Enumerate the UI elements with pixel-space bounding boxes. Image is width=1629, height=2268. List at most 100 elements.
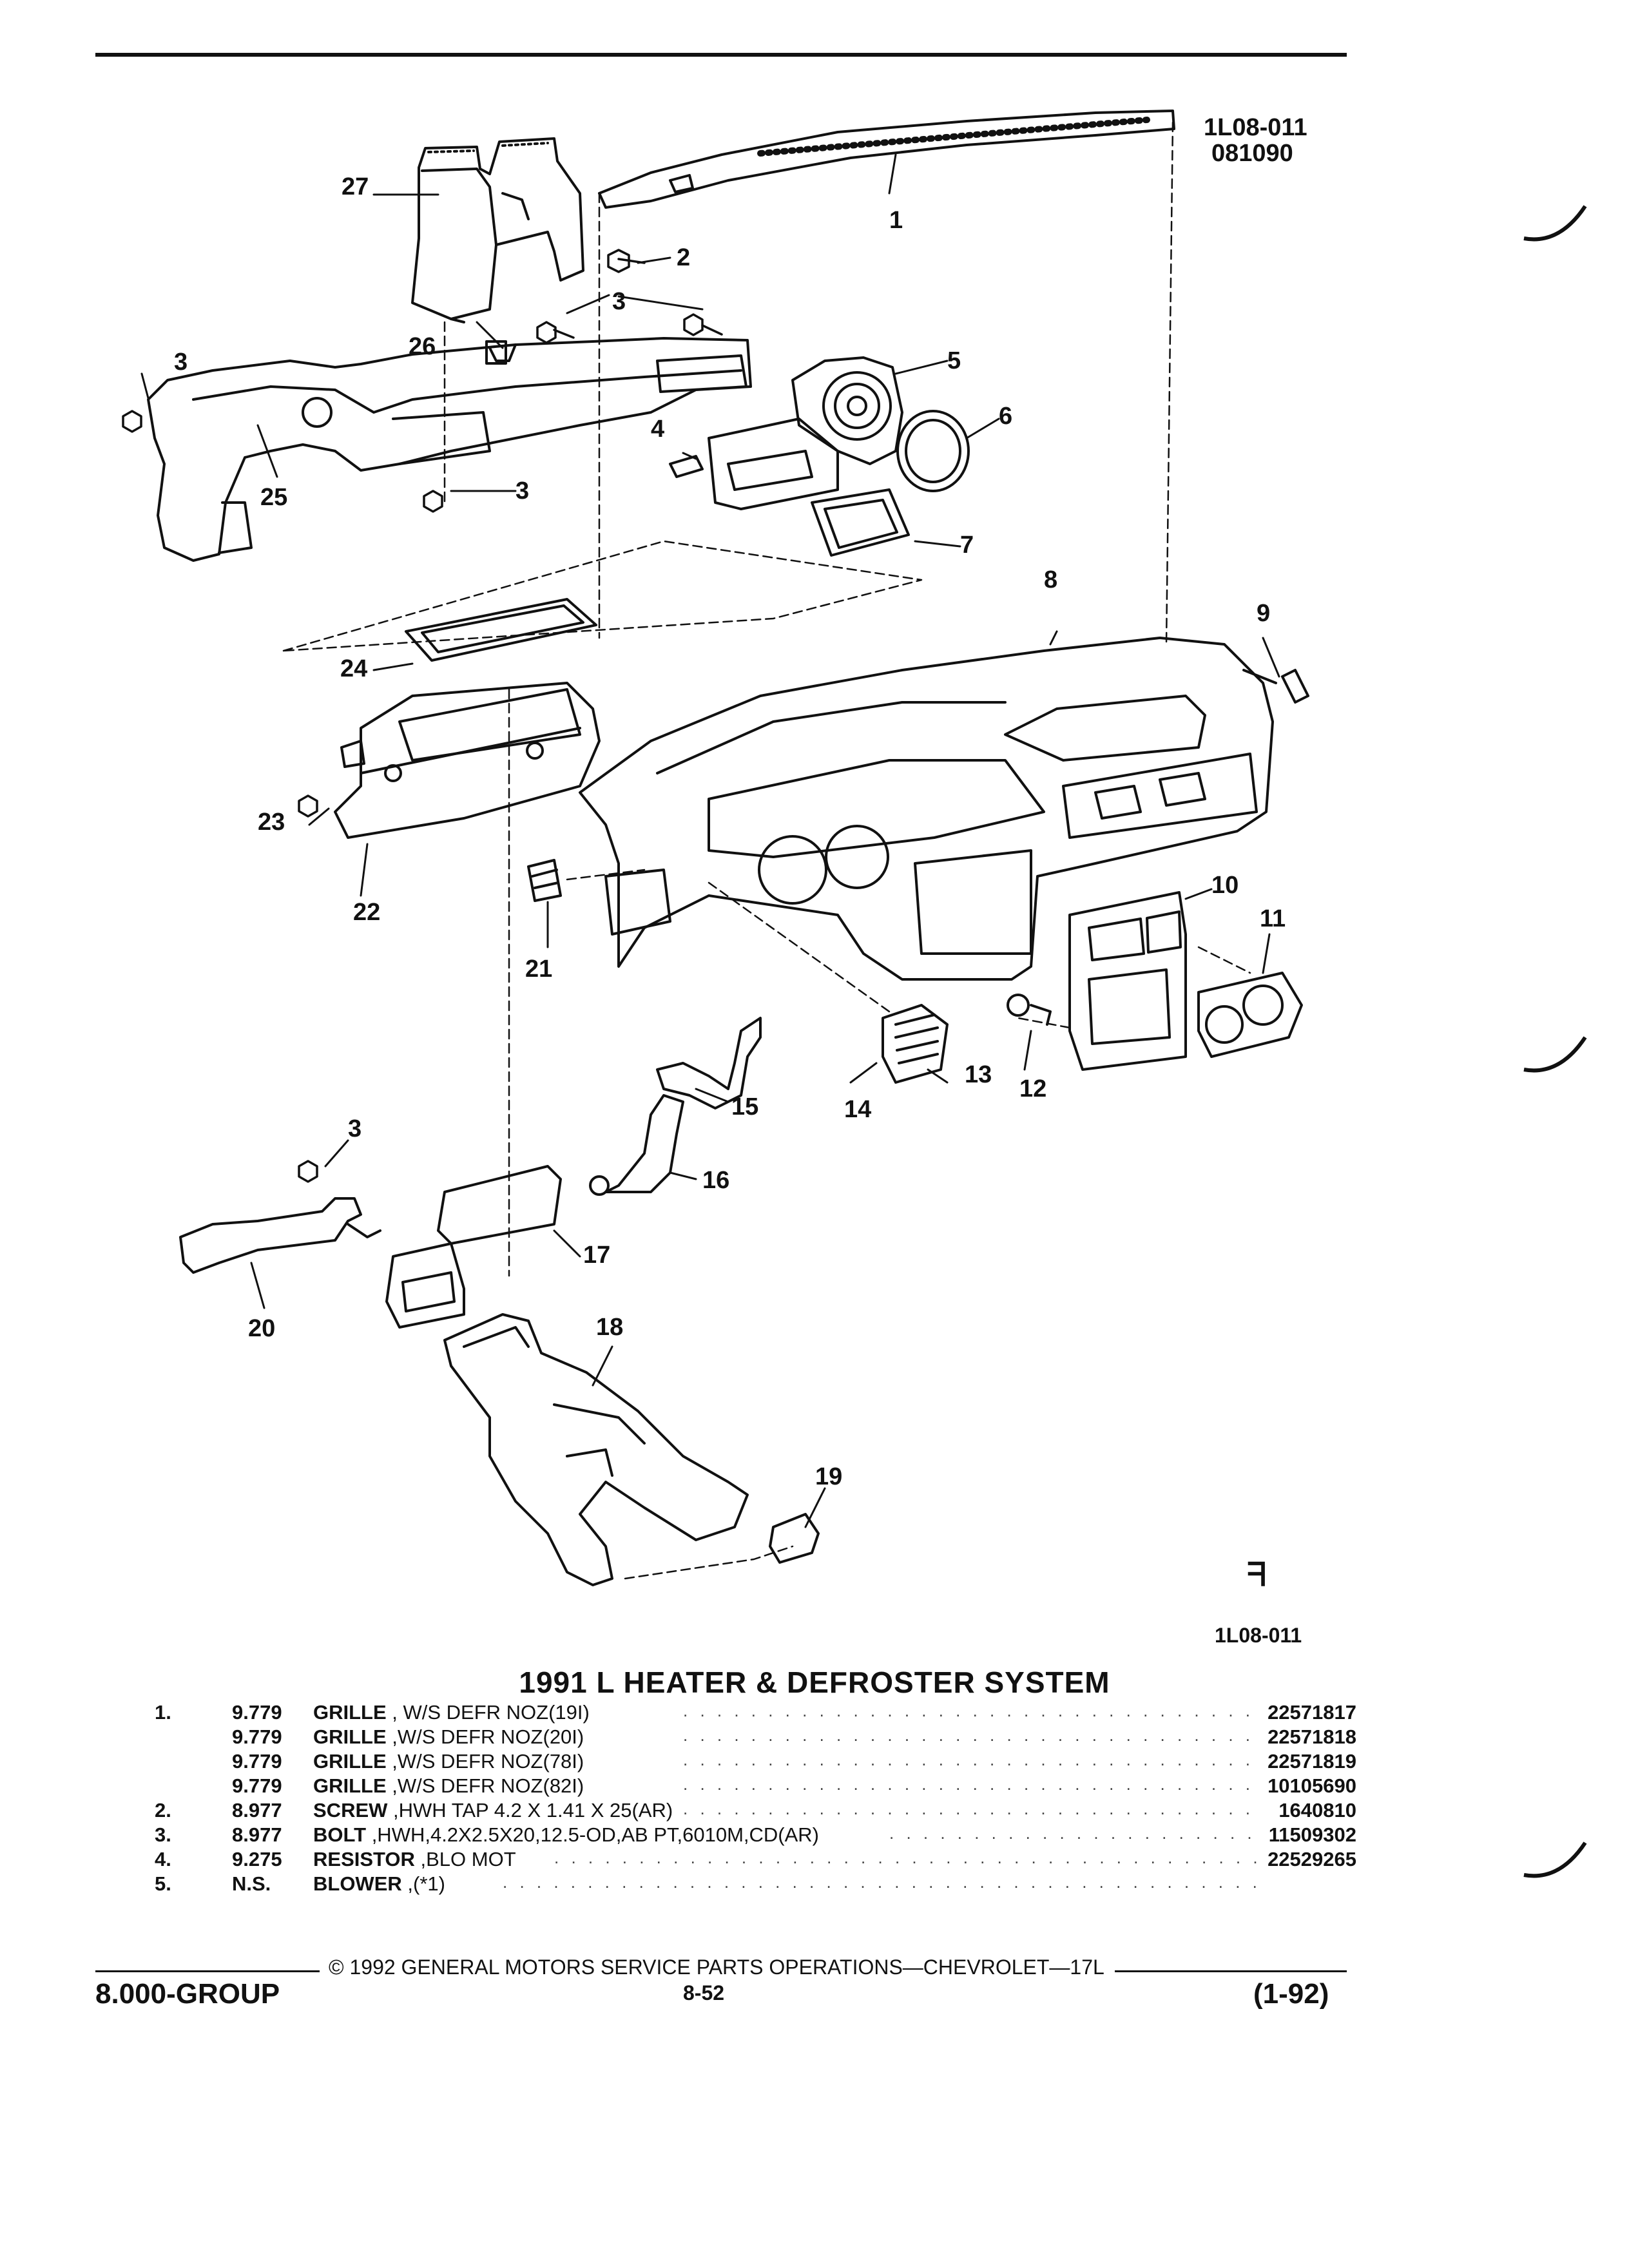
dot-leader: . . . . . . . . . . . . . . . . . . . . …: [554, 1848, 1260, 1867]
part-19-end-cap: [769, 1513, 820, 1564]
callout-18: 18: [596, 1314, 624, 1341]
part-6-seal: [896, 410, 970, 492]
callout-9: 9: [1257, 600, 1271, 627]
callout-13: 13: [965, 1061, 992, 1088]
part-number-index: 2.: [155, 1799, 171, 1821]
callout-2: 2: [677, 244, 691, 271]
part-description: BOLT ,HWH,4.2X2.5X20,12.5-OD,AB PT,6010M…: [313, 1823, 823, 1847]
callout-3c: 3: [516, 477, 530, 505]
callout-17: 17: [583, 1242, 611, 1269]
callout-23: 23: [258, 809, 285, 836]
assembly-lines: [282, 121, 1251, 1580]
page-number: 8-52: [683, 1981, 725, 2004]
group-number: 9.275: [232, 1848, 282, 1870]
binder-mark: [1523, 1036, 1587, 1073]
revision-date: (1-92): [1253, 1978, 1329, 2010]
part-20-hose: [179, 1197, 381, 1274]
part-14-vent: [882, 1004, 949, 1084]
part-8-instrument-panel: [579, 637, 1277, 981]
part-description: SCREW ,HWH TAP 4.2 X 1.41 X 25(AR): [313, 1799, 677, 1822]
parts-row: . . . . . . . . . . . . . . . . . . . . …: [155, 1799, 1356, 1823]
footer-rule-right: [1115, 1970, 1347, 1972]
exploded-parts-diagram: [122, 110, 1309, 1586]
dot-leader: . . . . . . . . . . . . . . . . . . . . …: [683, 1701, 1260, 1720]
part-number-index: 3.: [155, 1823, 171, 1846]
part-number: 1640810: [1273, 1799, 1356, 1822]
part-number-index: 5.: [155, 1872, 171, 1895]
fasteners: [122, 249, 723, 1183]
part-17-heater-core: [385, 1165, 562, 1329]
part-number-index: 4.: [155, 1848, 171, 1870]
part-description: GRILLE ,W/S DEFR NOZ(20I): [313, 1725, 588, 1749]
group-number: 9.779: [232, 1750, 282, 1773]
parts-row: . . . . . . . . . . . . . . . . . . . . …: [155, 1750, 1356, 1774]
parts-row: . . . . . . . . . . . . . . . . . . . . …: [155, 1872, 1356, 1897]
part-number: 11509302: [1263, 1823, 1356, 1847]
parts-row: . . . . . . . . . . . . . . . . . . . . …: [155, 1823, 1356, 1848]
top-rule: [95, 53, 1347, 57]
callout-19: 19: [815, 1463, 843, 1490]
group-number: 9.779: [232, 1774, 282, 1797]
callout-21: 21: [525, 956, 553, 983]
parts-row: . . . . . . . . . . . . . . . . . . . . …: [155, 1725, 1356, 1750]
callout-leaders: [140, 153, 1280, 1528]
callout-24: 24: [340, 655, 368, 682]
illustration-code: 1L08-011: [1204, 114, 1307, 141]
part-21-clip: [527, 859, 562, 902]
part-description: GRILLE ,W/S DEFR NOZ(78I): [313, 1750, 588, 1773]
dot-leader: . . . . . . . . . . . . . . . . . . . . …: [683, 1750, 1260, 1769]
part-number: 22529265: [1262, 1848, 1356, 1871]
dot-leader: . . . . . . . . . . . . . . . . . . . . …: [683, 1774, 1260, 1794]
part-number: 22571817: [1262, 1701, 1356, 1724]
part-15-hose: [656, 1017, 762, 1110]
callout-14: 14: [844, 1096, 872, 1123]
callout-11: 11: [1260, 905, 1286, 932]
callout-12: 12: [1019, 1075, 1047, 1102]
callout-3b: 3: [174, 349, 188, 376]
callout-3a: 3: [612, 288, 626, 315]
copyright-notice: © 1992 GENERAL MOTORS SERVICE PARTS OPER…: [329, 1956, 1104, 1979]
part-number: 22571818: [1262, 1725, 1356, 1749]
part-7-gasket: [811, 488, 910, 557]
group-number: 8.977: [232, 1799, 282, 1821]
callout-6: 6: [999, 403, 1013, 430]
part-4-resistor: [669, 455, 704, 478]
part-number: 22571819: [1262, 1750, 1356, 1773]
gm-logo-mark: ᖷ: [1247, 1557, 1266, 1593]
section-title: 1991 L HEATER & DEFROSTER SYSTEM: [519, 1666, 1110, 1699]
group-number: 8.977: [232, 1823, 282, 1846]
callout-27: 27: [342, 173, 369, 200]
callout-3d: 3: [348, 1115, 362, 1142]
callout-22: 22: [353, 899, 381, 926]
part-number: 10105690: [1262, 1774, 1356, 1798]
group-number: 9.779: [232, 1725, 282, 1748]
part-27-defroster-duct: [411, 137, 584, 323]
part-25-main-duct: [147, 337, 752, 562]
binder-mark: [1523, 1841, 1587, 1878]
callout-4: 4: [651, 416, 665, 443]
group-number: 9.779: [232, 1701, 282, 1724]
part-22-heater-case: [334, 682, 601, 839]
parts-row: . . . . . . . . . . . . . . . . . . . . …: [155, 1774, 1356, 1799]
part-description: BLOWER ,(*1): [313, 1872, 449, 1896]
diagram-footer-code: 1L08-011: [1215, 1624, 1302, 1647]
part-11-vent: [1197, 972, 1303, 1058]
part-description: GRILLE , W/S DEFR NOZ(19I): [313, 1701, 593, 1724]
part-12-clip: [1007, 994, 1052, 1026]
part-18-floor-duct: [443, 1313, 749, 1586]
part-description: RESISTOR ,BLO MOT: [313, 1848, 520, 1871]
callout-20: 20: [248, 1315, 276, 1342]
callout-16: 16: [702, 1167, 730, 1194]
part-24-gasket: [405, 598, 597, 662]
illustration-date: 081090: [1211, 140, 1293, 167]
part-16-hose: [589, 1094, 684, 1196]
dot-leader: . . . . . . . . . . . . . . . . . . . . …: [889, 1823, 1260, 1843]
binder-mark: [1523, 205, 1587, 242]
dot-leader: . . . . . . . . . . . . . . . . . . . . …: [683, 1725, 1260, 1745]
callout-10: 10: [1211, 872, 1239, 899]
part-1-grille: [598, 110, 1175, 209]
part-number-index: 1.: [155, 1701, 171, 1724]
dot-leader: . . . . . . . . . . . . . . . . . . . . …: [503, 1872, 1260, 1892]
part-10-bezel: [1068, 891, 1187, 1071]
callout-15: 15: [731, 1093, 759, 1120]
